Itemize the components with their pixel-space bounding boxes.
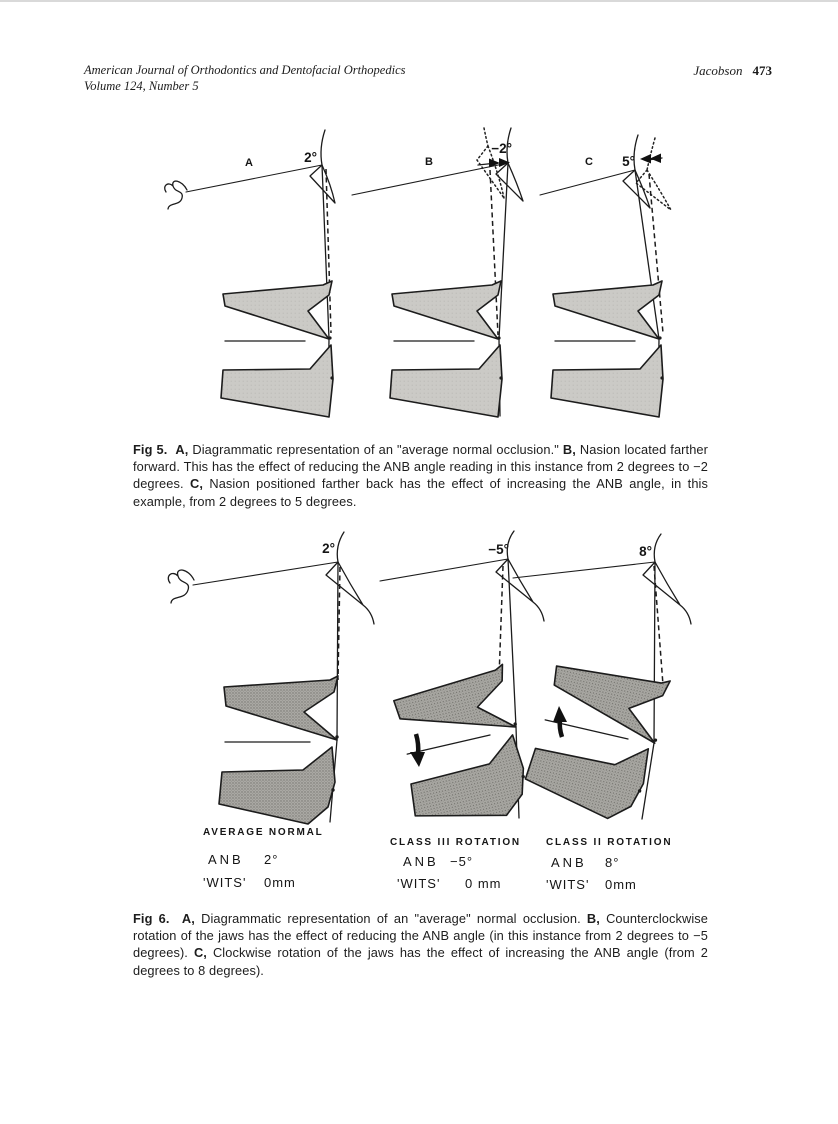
backward-arrowhead-icon: [640, 154, 651, 164]
fig6-b-letter: B,: [586, 911, 600, 926]
fig6-panel-b: −5° CLASS III ROTATION ANB −5° 'WITS' 0 …: [379, 530, 545, 891]
nasal-profile: [495, 558, 545, 622]
dashed-na-line: [325, 168, 332, 334]
figure5-diagram: A 2° B −2° C 5°: [164, 127, 672, 418]
wits-value: 0mm: [605, 877, 637, 892]
fig5-c-letter: C,: [189, 476, 203, 492]
anb-angle-label: 2°: [322, 541, 335, 556]
author-name: Jacobson: [693, 63, 743, 78]
sella-squiggle: [164, 180, 188, 210]
sella-nasion-line: [379, 558, 509, 582]
nasal-profile: [325, 561, 375, 625]
figure6-caption: Fig 6. A, Diagrammatic representation of…: [133, 910, 708, 979]
anb-label: ANB: [551, 855, 587, 870]
anb-angle-label: 8°: [639, 544, 652, 559]
nasal-profile: [622, 169, 651, 209]
author-page-header: Jacobson 473: [693, 63, 772, 79]
panel-title: CLASS III ROTATION: [390, 837, 521, 848]
fig5-panel-c: C 5°: [539, 134, 672, 418]
rotation-arrow-shaft: [413, 733, 421, 755]
fig6-a-text: Diagrammatic representation of an "avera…: [194, 911, 587, 926]
anb-label: ANB: [403, 854, 439, 869]
fig6-c-letter: C,: [193, 945, 207, 961]
anb-label: ANB: [208, 852, 244, 867]
nasal-profile: [495, 162, 524, 202]
forehead-curve: [336, 531, 345, 563]
fig5-c-text: Nasion positioned farther back has the e…: [133, 476, 708, 509]
panel-letter: A: [245, 157, 253, 169]
forehead-curve: [653, 533, 662, 563]
forehead-curve: [320, 129, 326, 166]
wits-value: 0mm: [264, 875, 296, 890]
panel-title: CLASS II ROTATION: [546, 837, 672, 848]
sella-nasion-line: [185, 164, 323, 193]
panel-title: AVERAGE NORMAL: [203, 827, 324, 838]
up-rotation-arrowhead-icon: [553, 706, 567, 722]
forehead-curve: [633, 134, 639, 171]
fig5-b-text: Nasion located farther forward. This has…: [133, 442, 708, 492]
sella-nasion-line: [192, 561, 339, 586]
fig5-b-letter: B,: [562, 442, 576, 457]
dashed-na-line: [498, 565, 504, 679]
panel-letter: B: [425, 156, 433, 168]
journal-title: American Journal of Orthodontics and Den…: [84, 63, 406, 77]
fig6-a-letter: A,: [181, 911, 195, 926]
jaw-tracing-c: [550, 280, 665, 418]
fig6-label: Fig 6.: [133, 911, 170, 926]
fig6-b-text: Counterclockwise rotation of the jaws ha…: [133, 911, 708, 961]
sella-nasion-line: [351, 162, 509, 196]
jaw-tracing-a: [218, 675, 340, 825]
anb-angle-label: 2°: [304, 150, 317, 165]
anb-angle-label: −5°: [488, 542, 509, 557]
jaw-tracing-b: [389, 280, 504, 418]
wits-label: 'WITS': [546, 877, 589, 892]
wits-value: 0 mm: [465, 876, 502, 891]
nasal-profile: [642, 561, 692, 625]
fig5-label: Fig 5.: [133, 442, 168, 457]
anb-angle-label: 5°: [622, 154, 635, 169]
original-profile-dotted: [476, 127, 505, 199]
rotation-arrow-shaft: [557, 719, 565, 738]
journal-header: American Journal of Orthodontics and Den…: [84, 63, 406, 94]
dashed-na-line: [337, 566, 341, 681]
fig5-a-text: Diagrammatic representation of an "avera…: [188, 442, 563, 457]
forehead-curve: [506, 530, 515, 560]
wits-label: 'WITS': [203, 875, 246, 890]
wits-label: 'WITS': [397, 876, 440, 891]
fig6-panel-c: 8° CLASS II ROTATION ANB 8° 'WITS' 0mm: [512, 533, 692, 892]
sella-squiggle: [167, 569, 195, 604]
nasal-profile: [309, 164, 336, 204]
journal-volume: Volume 124, Number 5: [84, 78, 199, 93]
fig5-a-letter: A,: [175, 442, 189, 457]
anb-value: 8°: [605, 855, 619, 870]
anb-angle-label: −2°: [491, 141, 512, 156]
forward-arrowhead-icon: [489, 158, 500, 168]
down-rotation-arrowhead-icon: [410, 752, 425, 767]
sella-nasion-line: [512, 561, 656, 579]
forehead-curve: [506, 127, 512, 164]
sella-nasion-line: [539, 169, 636, 196]
fig5-panel-a: A 2°: [164, 129, 336, 418]
fig6-panel-a: 2° AVERAGE NORMAL ANB 2° 'WITS' 0mm: [167, 531, 375, 890]
figure6-diagram: 2° AVERAGE NORMAL ANB 2° 'WITS' 0mm −5° …: [167, 530, 692, 892]
dashed-na-line: [489, 169, 499, 336]
fig5-panel-b: B −2°: [351, 127, 524, 418]
page-number: 473: [752, 63, 773, 78]
jaw-tracing-c: [520, 653, 672, 827]
jaw-tracing-a: [220, 280, 335, 418]
anb-value: 2°: [264, 852, 278, 867]
forward-arrowhead-icon: [499, 158, 510, 167]
dashed-na-line: [648, 173, 664, 334]
backward-arrowhead-icon: [650, 153, 661, 163]
anb-value: −5°: [450, 854, 473, 869]
fig6-c-text: Clockwise rotation of the jaws has the e…: [133, 945, 708, 978]
panel-letter: C: [585, 156, 593, 168]
figure5-caption: Fig 5. A, Diagrammatic representation of…: [133, 441, 708, 510]
